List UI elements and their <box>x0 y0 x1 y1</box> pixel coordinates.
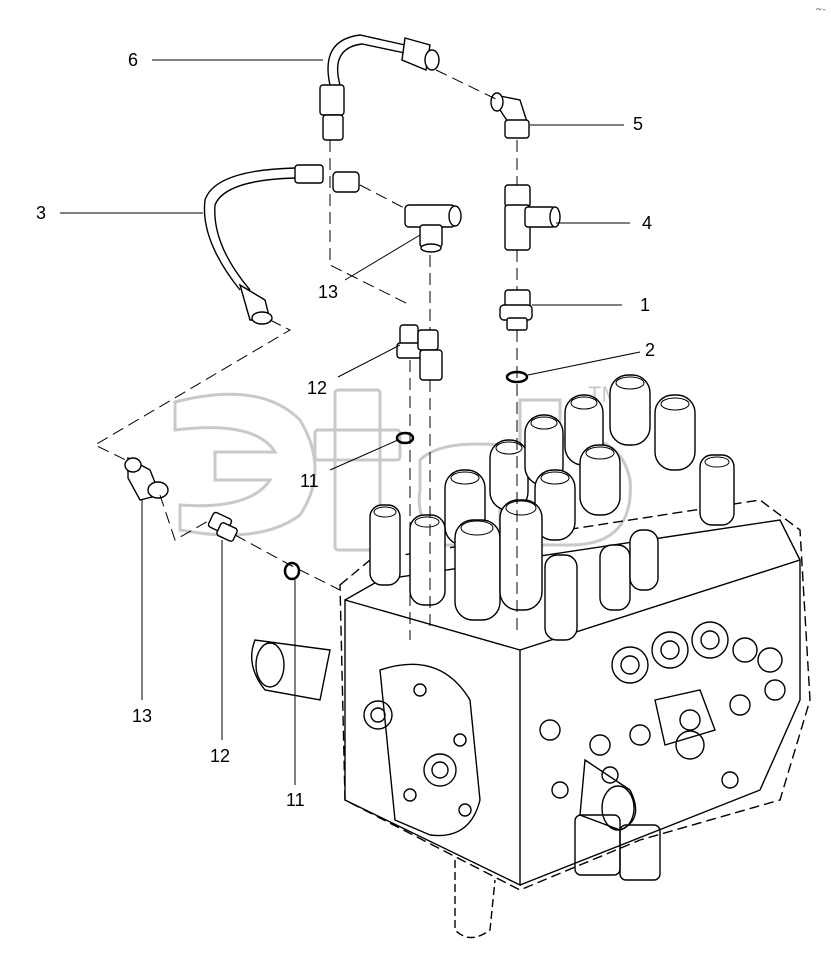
o-ring-11-lower <box>283 561 301 581</box>
o-ring-11-upper <box>395 431 415 445</box>
callout-3: 3 <box>36 203 46 223</box>
callout-13-upper: 13 <box>318 282 338 302</box>
spool-caps <box>369 374 735 641</box>
callout-1: 1 <box>640 295 650 315</box>
elbow-fitting-13-lower <box>124 456 169 501</box>
corner-mark: ~- <box>815 5 826 15</box>
adapter-fitting-12-lower <box>207 511 238 542</box>
spool-cap-details <box>373 376 730 536</box>
adapter-fitting-1 <box>499 289 533 331</box>
control-valve-block <box>251 499 811 939</box>
callout-11-upper: 11 <box>300 471 319 491</box>
callout-6: 6 <box>128 50 138 70</box>
callout-5: 5 <box>633 114 643 134</box>
callout-labels: 6 5 3 4 13 1 2 12 11 13 12 11 <box>36 50 655 810</box>
leader-lines <box>60 59 641 785</box>
hose-3 <box>203 164 360 325</box>
callout-12-lower: 12 <box>210 746 230 766</box>
elbow-fitting-5 <box>490 92 530 139</box>
tee-fitting-4 <box>504 184 561 251</box>
assembly-dashed-lines <box>93 69 518 640</box>
callout-2: 2 <box>645 340 655 360</box>
adapter-fitting-12-upper <box>396 324 443 381</box>
callout-4: 4 <box>642 213 652 233</box>
callout-11-lower: 11 <box>286 790 305 810</box>
tee-fitting-13-upper <box>404 204 462 253</box>
callout-13-lower: 13 <box>132 706 152 726</box>
callout-12-upper: 12 <box>307 378 327 398</box>
hose-6 <box>319 34 440 141</box>
